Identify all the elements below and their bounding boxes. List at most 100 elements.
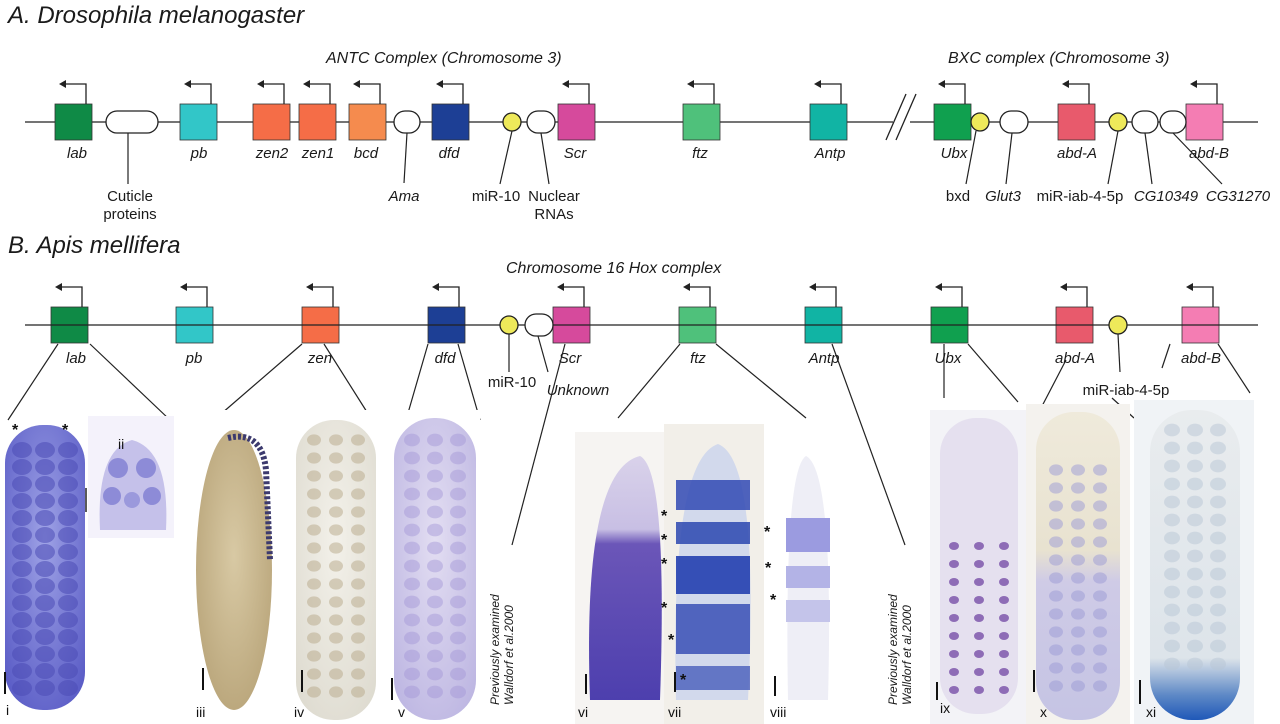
nuclear-rnas-capsule (526, 110, 556, 134)
embryo-segment-mark (329, 560, 343, 572)
bxc-complex-label: BXC complex (Chromosome 3) (948, 50, 1170, 67)
embryo-segment-mark (1093, 662, 1107, 674)
embryo-segment-mark (351, 632, 365, 644)
embryo-segment-mark (404, 613, 420, 627)
embryo-segment-mark (1071, 464, 1085, 476)
gene-label-zen-b: zen (307, 350, 333, 367)
mir-iab-b-circle (1108, 315, 1128, 335)
embryo-segment-mark (35, 663, 55, 679)
embryo-segment-mark (1164, 531, 1180, 545)
embryo-segment-mark (450, 595, 466, 609)
embryo-segment-mark (949, 578, 959, 586)
embryo-segment-mark (1093, 518, 1107, 530)
embryo-segment-mark (404, 451, 420, 465)
embryo-segment-mark (58, 544, 78, 560)
embryo-segment-mark (404, 469, 420, 483)
asterisk-viii-3: * (770, 592, 777, 609)
gene-label-zen1: zen1 (301, 145, 335, 162)
embryo-segment-mark (999, 596, 1009, 604)
embryo-segment-mark (329, 470, 343, 482)
embryo-segment-mark (35, 680, 55, 696)
embryo-segment-mark (351, 668, 365, 680)
embryo-segment-mark (12, 595, 32, 611)
b-transcription-arrow-ubx (942, 286, 963, 307)
embryo-segment-mark (35, 612, 55, 628)
panel-label-iii: iii (196, 704, 206, 720)
chromosome-16-label: Chromosome 16 Hox complex (506, 260, 722, 277)
embryo-segment-mark (12, 476, 32, 492)
embryo-segment-mark (58, 561, 78, 577)
b-arrow-head-antp (809, 283, 816, 291)
gene-label-lab-a: lab (66, 145, 88, 162)
embryo-segment-mark (58, 493, 78, 509)
embryo-segment-mark (450, 505, 466, 519)
asterisk-i-right: * (62, 422, 69, 439)
embryo-segment-mark (1164, 603, 1180, 617)
embryo-segment-mark (1071, 500, 1085, 512)
b-transcription-arrow-abdb (1193, 286, 1214, 307)
embryo-segment-mark (58, 612, 78, 628)
embryo-segment-mark (427, 667, 443, 681)
embryo-segment-mark (1093, 680, 1107, 692)
embryo-segment-mark (1210, 495, 1226, 509)
embryo-segment-mark (1049, 626, 1063, 638)
embryo-segment-mark (974, 632, 984, 640)
a-transcription-arrow-scr (569, 83, 590, 104)
embryo-segment-mark (1049, 536, 1063, 548)
embryo-segment-mark (974, 578, 984, 586)
embryo-segment-mark (12, 663, 32, 679)
embryo-segment-mark (307, 560, 321, 572)
embryo-segment-mark (58, 459, 78, 475)
embryo-segment-mark (999, 668, 1009, 676)
embryo-segment-mark (1071, 536, 1085, 548)
embryo-segment-mark (949, 560, 959, 568)
embryo-segment-mark (450, 559, 466, 573)
embryo-segment-mark (1164, 549, 1180, 563)
embryo-segment-mark (351, 542, 365, 554)
embryo-segment-mark (329, 506, 343, 518)
embryo-segment-mark (35, 544, 55, 560)
embryo-segment-mark (329, 650, 343, 662)
embryo-segment-mark (1210, 441, 1226, 455)
gene-label-zen2: zen2 (255, 145, 289, 162)
a-transcription-arrow-antp (821, 83, 842, 104)
a-transcription-arrow-pb (191, 83, 212, 104)
embryo-segment-mark (427, 613, 443, 627)
embryo-segment-mark (329, 686, 343, 698)
embryo-segment-mark (974, 686, 984, 694)
embryo-segment-mark (35, 561, 55, 577)
embryo-segment-mark (12, 510, 32, 526)
embryo-segment-mark (351, 650, 365, 662)
embryo-segment-mark (35, 578, 55, 594)
embryo-segment-mark (949, 614, 959, 622)
embryo-segment-mark (1071, 572, 1085, 584)
gene-label-abdb-a: abd-B (1188, 145, 1230, 162)
embryo-segment-mark (1164, 459, 1180, 473)
mir10-a-circle (502, 112, 522, 132)
embryo-segment-mark (329, 578, 343, 590)
b-arrow-head-pb (180, 283, 187, 291)
embryo-segment-mark (307, 488, 321, 500)
embryo-segment-mark (404, 631, 420, 645)
embryo-segment-mark (1210, 603, 1226, 617)
cg10349-capsule (1131, 110, 1159, 134)
a-gene-box-abdb (1185, 103, 1224, 141)
ama-label: Ama (388, 188, 420, 205)
embryo-segment-mark (1093, 572, 1107, 584)
a-gene-box-scr (557, 103, 596, 141)
embryo-segment-mark (1210, 567, 1226, 581)
a-transcription-arrow-dfd (443, 83, 464, 104)
cuticle-proteins-capsule (105, 110, 159, 134)
a-transcription-arrow-ftz (694, 83, 715, 104)
embryo-segment-mark (12, 527, 32, 543)
embryo-segment-mark (329, 524, 343, 536)
embryo-segment-mark (404, 649, 420, 663)
embryo-segment-mark (1071, 554, 1085, 566)
gene-label-ubx-a: Ubx (940, 145, 968, 162)
b-transcription-arrow-pb (187, 286, 208, 307)
ama-capsule (393, 110, 421, 134)
panel-label-ii: ii (118, 436, 125, 452)
